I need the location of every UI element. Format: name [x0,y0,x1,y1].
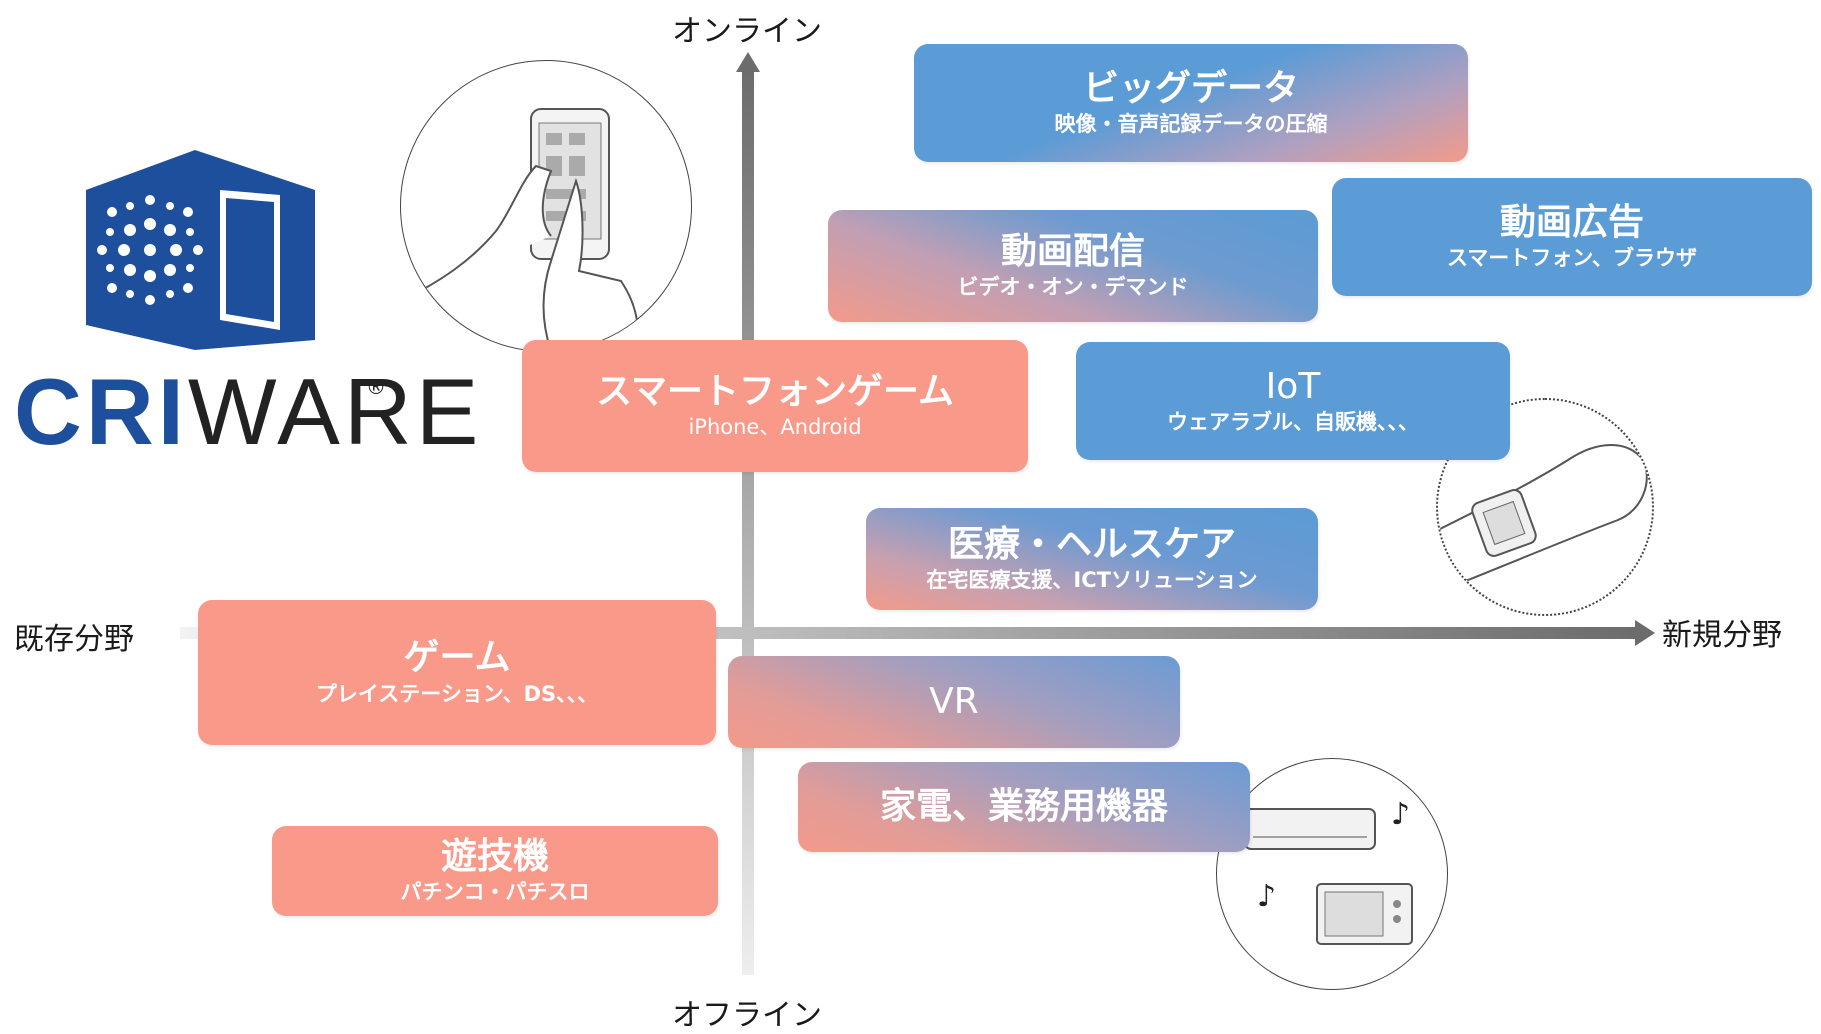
big-data-subtitle: 映像・音声記録データの圧縮 [1054,112,1328,137]
games-title: ゲーム [403,637,511,679]
box-gaming-machines: 遊技機 パチンコ・パチスロ [272,826,718,916]
smartwatch-illustration [1436,398,1654,616]
gaming-machines-subtitle: パチンコ・パチスロ [400,880,590,905]
axis-label-new-field: 新規分野 [1662,618,1782,653]
smartphone-games-title: スマートフォンゲーム [596,370,954,412]
video-streaming-subtitle: ビデオ・オン・デマンド [957,275,1189,300]
games-subtitle: プレイステーション、DS、、、 [315,681,599,706]
smartphone-in-hand-icon [401,108,639,351]
axis-label-existing-field: 既存分野 [14,622,134,657]
box-smartphone-games: スマートフォンゲーム iPhone、Android [522,340,1028,472]
axis-label-offline: オフライン [672,998,822,1033]
criware-logo: CRIWARE ® [10,150,478,480]
box-video-ads: 動画広告 スマートフォン、ブラウザ [1332,178,1812,296]
logo-cri: CRI [14,359,188,464]
vertical-axis-arrowhead [736,52,760,72]
music-note-icon-upper: ♪ [1391,797,1411,832]
air-conditioner-and-microwave-icon [1244,808,1413,945]
video-ads-subtitle: スマートフォン、ブラウザ [1446,246,1698,271]
box-healthcare: 医療・ヘルスケア 在宅医療支援、ICTソリューション [866,508,1318,610]
smartwatch-on-wrist-icon [1438,444,1648,587]
registered-mark: ® [366,375,386,399]
iot-title: IoT [1265,365,1321,407]
vr-title: VR [929,681,979,723]
box-big-data: ビッグデータ 映像・音声記録データの圧縮 [914,44,1468,162]
box-iot: IoT ウェアラブル、自販機、、、 [1076,342,1510,460]
appliances-illustration: ♪ ♪ [1216,758,1448,990]
appliances-title: 家電、業務用機器 [879,786,1168,828]
music-note-icon-lower: ♪ [1257,879,1277,914]
smartphone-illustration [400,60,692,352]
box-games: ゲーム プレイステーション、DS、、、 [198,600,716,745]
box-vr: VR [728,656,1180,748]
smartphone-games-subtitle: iPhone、Android [688,415,862,440]
healthcare-subtitle: 在宅医療支援、ICTソリューション [926,568,1258,593]
video-streaming-title: 動画配信 [1000,230,1145,272]
vertical-axis [742,70,754,975]
video-ads-title: 動画広告 [1499,201,1644,243]
box-video-streaming: 動画配信 ビデオ・オン・デマンド [828,210,1318,322]
logo-ware: WARE [187,359,483,464]
iot-subtitle: ウェアラブル、自販機、、、 [1167,410,1419,435]
criware-logo-mark [86,150,315,350]
healthcare-title: 医療・ヘルスケア [947,523,1236,565]
horizontal-axis-arrowhead [1635,620,1655,646]
box-appliances: 家電、業務用機器 [798,762,1250,852]
axis-label-online: オンライン [672,14,822,49]
big-data-title: ビッグデータ [1082,67,1299,109]
gaming-machines-title: 遊技機 [440,835,549,877]
criware-logo-text: CRIWARE [14,365,482,459]
